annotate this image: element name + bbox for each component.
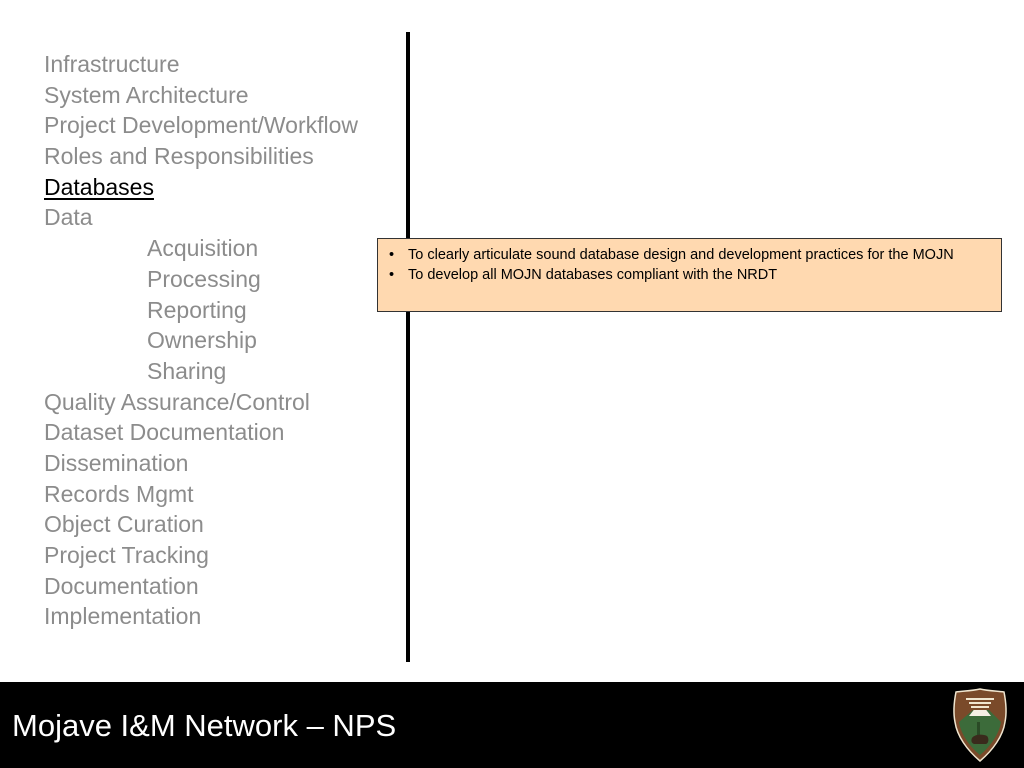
nav-item-roles-and-responsibilities: Roles and Responsibilities: [44, 143, 314, 170]
objectives-callout: • To clearly articulate sound database d…: [377, 238, 1002, 312]
nav-item-documentation: Documentation: [44, 572, 199, 599]
callout-bullet-text: To clearly articulate sound database des…: [408, 247, 954, 263]
bullet-icon: •: [389, 247, 395, 263]
nav-item-project-development-workflow: Project Development/Workflow: [44, 112, 359, 139]
nav-item-system-architecture: System Architecture: [44, 81, 249, 108]
footer-title: Mojave I&M Network – NPS: [12, 708, 397, 743]
bullet-icon: •: [389, 267, 395, 283]
nps-arrowhead-icon: [953, 688, 1007, 762]
nav-item-processing: Processing: [147, 265, 261, 292]
callout-bullet: • To clearly articulate sound database d…: [386, 245, 989, 265]
nav-item-dataset-documentation: Dataset Documentation: [44, 419, 285, 446]
nav-item-records-mgmt: Records Mgmt: [44, 480, 194, 507]
footer-bar: Mojave I&M Network – NPS: [0, 682, 1024, 768]
nav-item-acquisition: Acquisition: [147, 235, 259, 262]
nav-item-dissemination: Dissemination: [44, 449, 189, 476]
nav-item-reporting: Reporting: [147, 296, 247, 323]
nav-item-implementation: Implementation: [44, 603, 202, 630]
nav-item-project-tracking: Project Tracking: [44, 542, 209, 568]
nav-item-ownership: Ownership: [147, 327, 257, 354]
vertical-divider: [406, 32, 410, 662]
callout-bullet-text: To develop all MOJN databases compliant …: [408, 267, 778, 283]
nav-item-data: Data: [44, 204, 93, 231]
nav-item-infrastructure: Infrastructure: [44, 51, 180, 77]
nav-item-sharing: Sharing: [147, 357, 227, 384]
callout-bullet: • To develop all MOJN databases complian…: [386, 265, 989, 285]
nav-item-object-curation: Object Curation: [44, 511, 204, 538]
nav-item-quality-assurance-control: Quality Assurance/Control: [44, 388, 310, 415]
nav-item-databases: Databases: [44, 173, 154, 200]
